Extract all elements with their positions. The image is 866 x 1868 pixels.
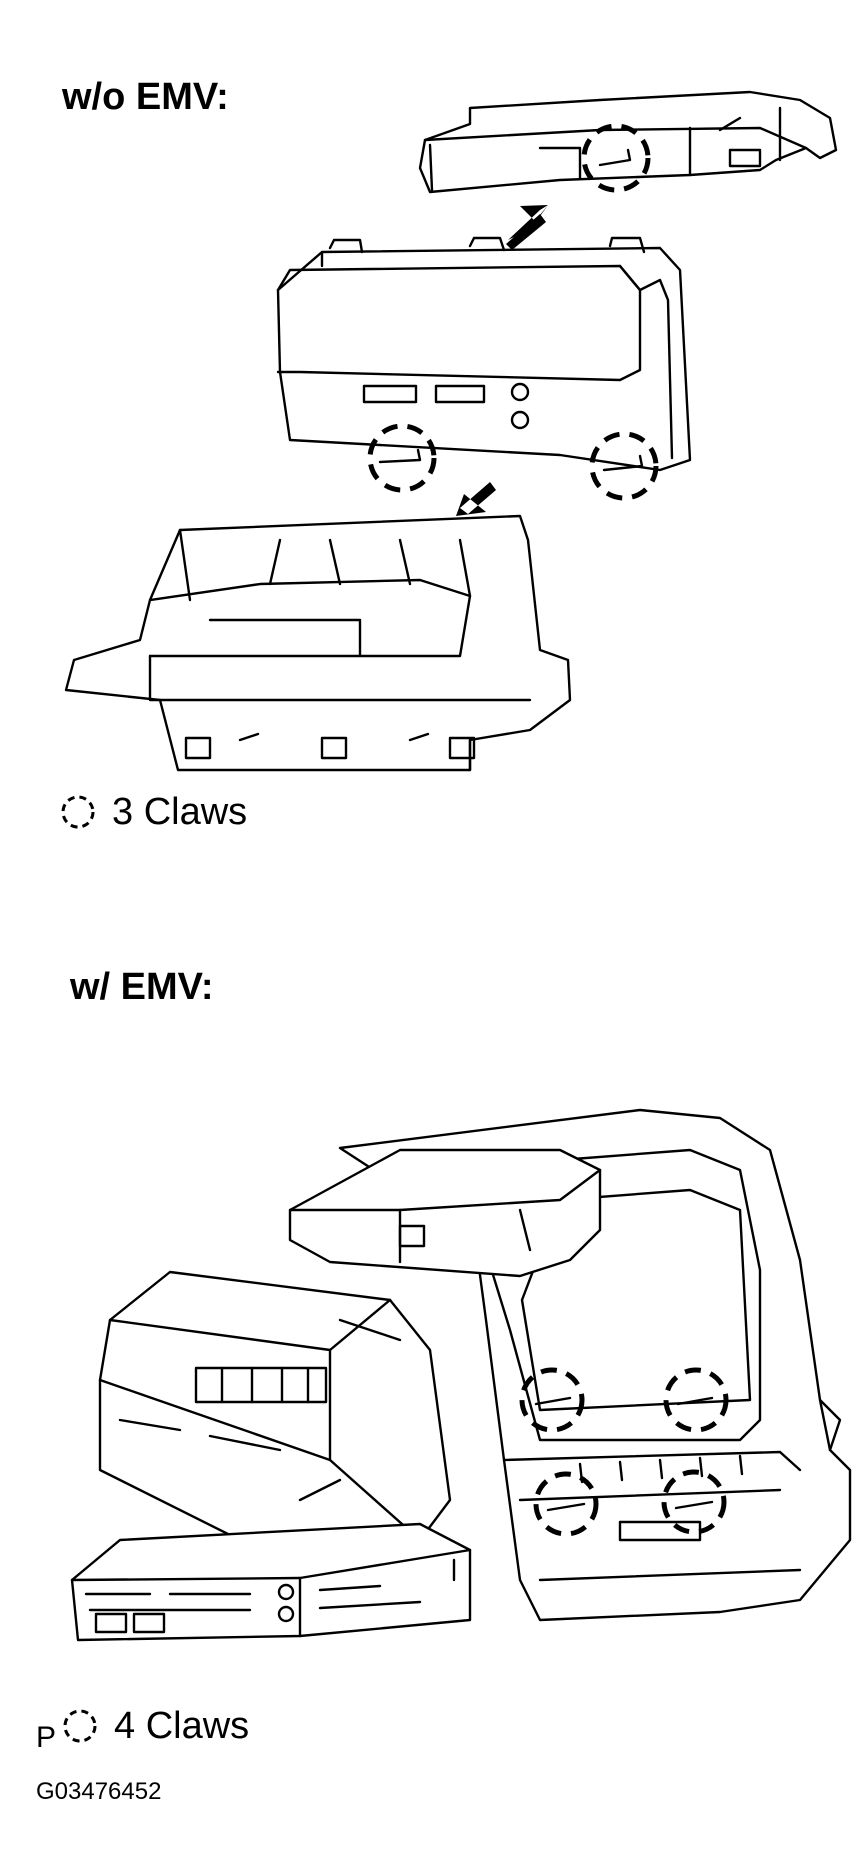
section-heading-without-emv: w/o EMV: bbox=[62, 76, 229, 118]
claw-count-legend-without-emv: 3 Claws bbox=[58, 792, 247, 832]
claw-count-legend-with-emv: P 4 Claws bbox=[36, 1705, 250, 1753]
arrow-down-icon bbox=[456, 482, 496, 516]
claw-3 bbox=[602, 454, 644, 472]
navigation-unit bbox=[98, 1270, 452, 1582]
legend-text: 4 Claws bbox=[114, 1705, 250, 1747]
claws-bottom bbox=[534, 1396, 714, 1512]
dashed-circle-icon bbox=[61, 795, 95, 829]
section-heading-with-emv: w/ EMV: bbox=[70, 966, 214, 1008]
lower-bezel-panel bbox=[64, 514, 572, 772]
claw-marker-2 bbox=[367, 423, 437, 493]
claw-marker-5 bbox=[663, 1367, 729, 1433]
claw-marker-1 bbox=[581, 123, 651, 193]
radio-unit bbox=[70, 1522, 472, 1642]
claw-marker-7 bbox=[661, 1469, 727, 1535]
upper-dash-panel bbox=[288, 1148, 602, 1278]
legend-prefix: P bbox=[36, 1721, 57, 1754]
claw-2 bbox=[378, 448, 422, 464]
upper-bezel-panel bbox=[418, 90, 838, 194]
claw-marker-4 bbox=[519, 1367, 585, 1433]
arrow-up-shaft bbox=[506, 214, 546, 250]
dashed-circle-icon bbox=[63, 1709, 97, 1743]
figure-code: G03476452 bbox=[36, 1778, 162, 1805]
claw-marker-6 bbox=[533, 1471, 599, 1537]
audio-unit-body bbox=[276, 236, 692, 472]
claw-marker-3 bbox=[589, 431, 659, 501]
legend-text: 3 Claws bbox=[112, 791, 248, 833]
claw-1 bbox=[598, 148, 632, 167]
arrow-up-icon bbox=[508, 205, 548, 240]
